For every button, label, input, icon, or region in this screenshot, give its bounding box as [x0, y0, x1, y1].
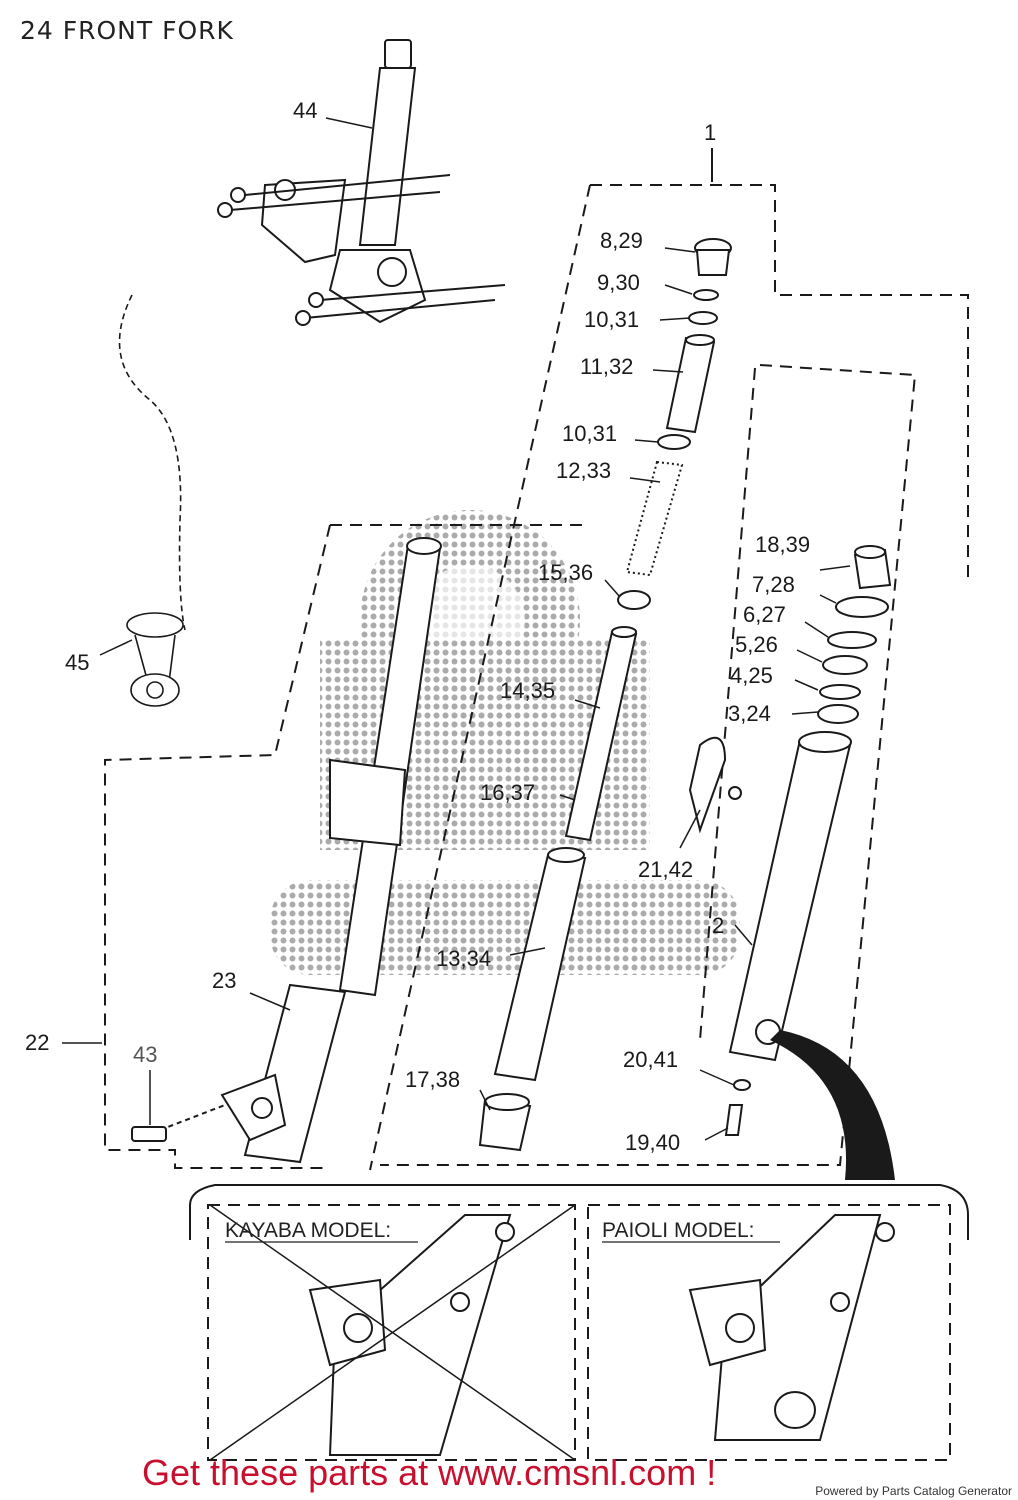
callout-14-35: 14,35 [500, 678, 555, 703]
left-fork [131, 537, 442, 1164]
callout-12-33: 12,33 [556, 458, 611, 483]
paioli-model-label: PAIOLI MODEL: [602, 1219, 755, 1242]
callout-5-26: 5,26 [735, 632, 778, 657]
callout-7-28: 7,28 [752, 572, 795, 597]
callout-23: 23 [212, 968, 236, 993]
paioli-sketch [688, 1214, 895, 1441]
callout-43: 43 [133, 1042, 157, 1067]
callout-6-27: 6,27 [743, 602, 786, 627]
callout-20-41: 20,41 [623, 1047, 678, 1072]
callout-15-36: 15,36 [538, 560, 593, 585]
watermark-logo [270, 510, 740, 975]
callout-9-30: 9,30 [597, 270, 640, 295]
model-arrow [770, 1030, 895, 1180]
callout-16-37: 16,37 [480, 780, 535, 805]
callout-22: 22 [25, 1030, 49, 1055]
page-title: 24 FRONT FORK [20, 16, 234, 45]
callout-1: 1 [704, 120, 716, 145]
callout-19-40: 19,40 [625, 1130, 680, 1155]
callout-45: 45 [65, 650, 89, 675]
powered-by: Powered by Parts Catalog Generator [815, 1484, 1012, 1498]
fork-internals [478, 238, 732, 1152]
kayaba-sketch [209, 1204, 576, 1461]
callout-10-31-top: 10,31 [584, 307, 639, 332]
callout-4-25: 4,25 [730, 663, 773, 688]
callout-17-38: 17,38 [405, 1067, 460, 1092]
callout-10-31-bottom: 10,31 [562, 421, 617, 446]
footer-link[interactable]: Get these parts at www.cmsnl.com ! [142, 1452, 717, 1493]
kayaba-model-label: KAYABA MODEL: [225, 1219, 391, 1242]
steering-stem [217, 39, 506, 326]
model-bracket [189, 1184, 969, 1240]
callout-44: 44 [293, 98, 317, 123]
group-outlines [104, 184, 969, 1461]
callout-18-39: 18,39 [755, 532, 810, 557]
callout-11-32: 11,32 [580, 354, 633, 379]
callout-13-34: 13,34 [436, 946, 491, 971]
callout-2: 2 [712, 913, 724, 938]
cable-clamp [118, 294, 186, 707]
leader-lines [62, 117, 851, 1141]
callout-8-29: 8,29 [600, 228, 643, 253]
callout-3-24: 3,24 [728, 701, 771, 726]
callout-21-42: 21,42 [638, 857, 693, 882]
